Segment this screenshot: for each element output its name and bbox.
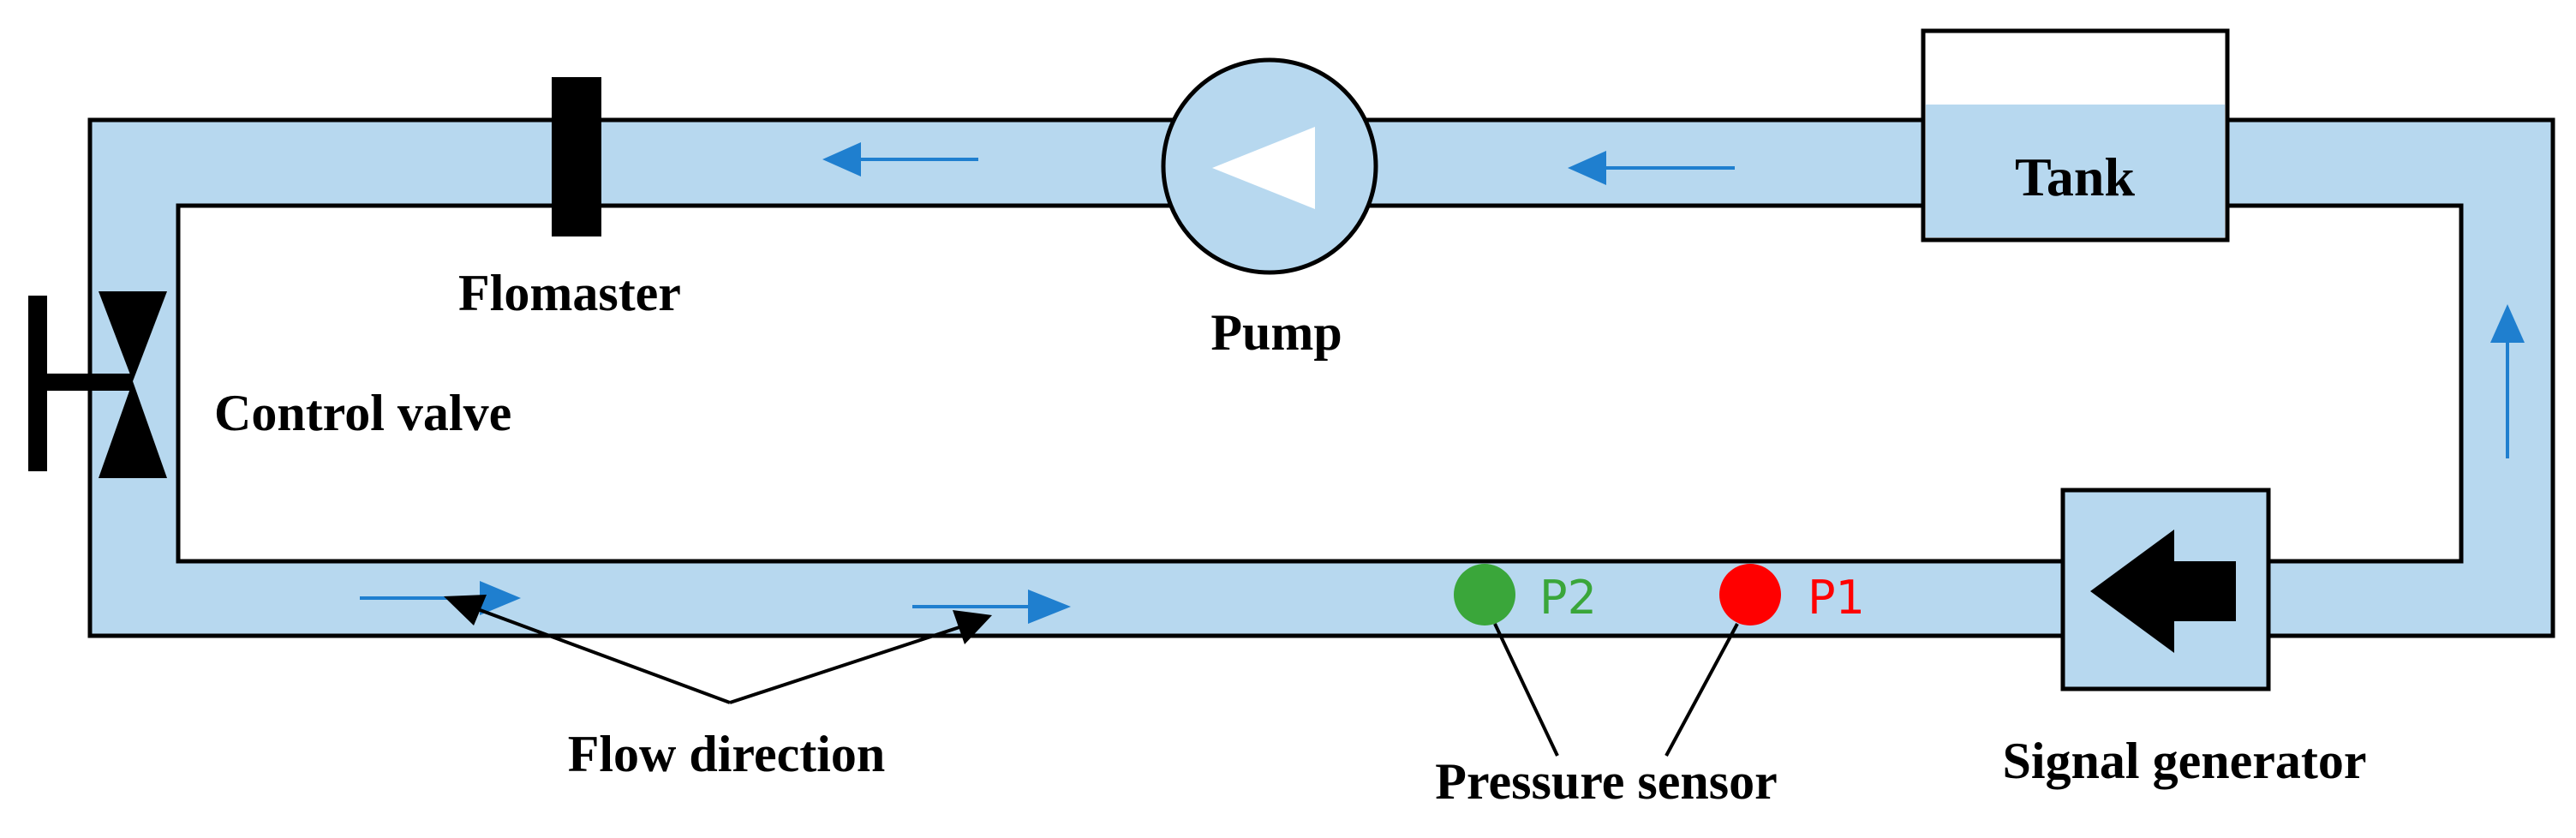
pressure-sensor-label: Pressure sensor xyxy=(1435,753,1777,810)
tank: Tank xyxy=(1921,28,2230,242)
pressure-sensor-p2 xyxy=(1454,564,1515,626)
signal-generator-label: Signal generator xyxy=(2003,733,2367,789)
signal-generator xyxy=(2060,488,2271,691)
left-arrow-icon xyxy=(2090,530,2236,653)
control-valve-label: Control valve xyxy=(214,385,511,441)
tank-label: Tank xyxy=(2015,147,2135,207)
sensor-p1-label: P1 xyxy=(1808,571,1865,625)
flow-arrow-bottom-middle xyxy=(912,590,1071,624)
flomaster-meter xyxy=(552,77,601,236)
pump-triangle-icon xyxy=(1212,127,1315,209)
flow-arrow-top-left xyxy=(822,142,978,177)
flow-direction-label: Flow direction xyxy=(568,726,886,782)
pump xyxy=(1161,57,1378,275)
flomaster-label: Flomaster xyxy=(458,265,681,321)
pipe-loop xyxy=(87,117,2555,638)
sensor-p2-label: P2 xyxy=(1539,571,1597,625)
control-valve-icon xyxy=(28,291,167,478)
flow-arrow-right-side xyxy=(2490,304,2525,458)
flow-direction-pointers xyxy=(444,595,992,704)
pressure-sensor-leaders xyxy=(1493,623,1739,757)
pump-label: Pump xyxy=(1210,304,1342,361)
pressure-sensor-p1 xyxy=(1719,564,1781,626)
flow-arrow-top-right xyxy=(1568,151,1735,185)
